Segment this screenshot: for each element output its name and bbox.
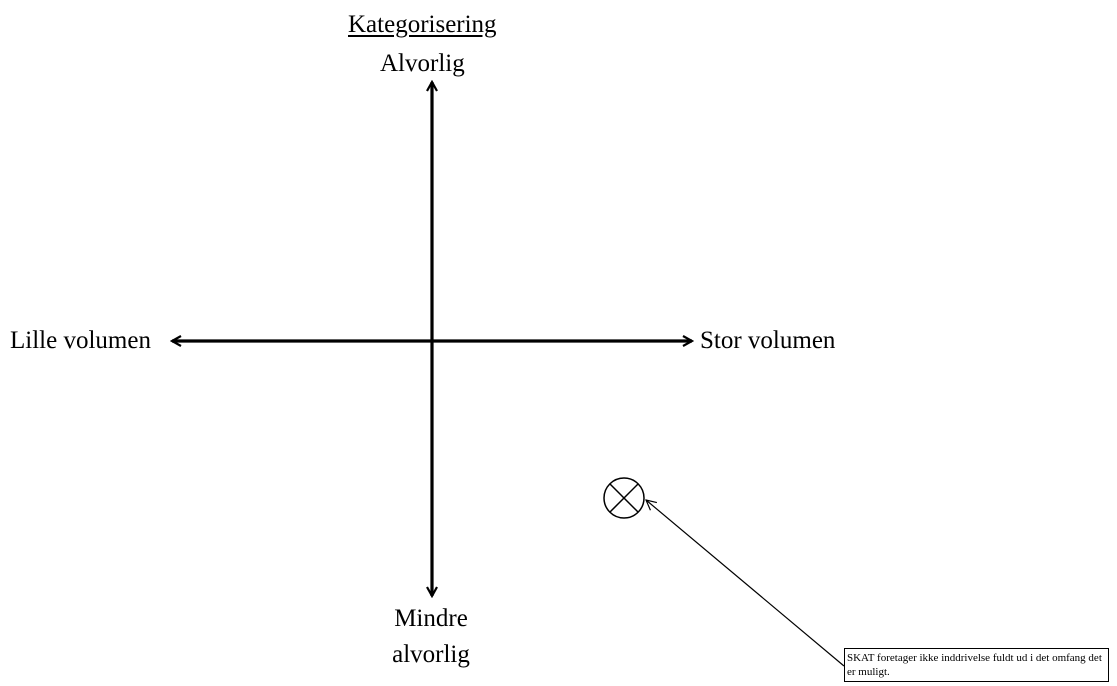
callout-pointer-line [646,500,845,667]
circle-x-icon [603,477,645,519]
axis-label-right: Stor volumen [700,327,836,354]
callout-note: SKAT foretager ikke inddrivelse fuldt ud… [844,648,1109,682]
axis-label-left: Lille volumen [10,327,151,354]
axis-label-bottom: Mindre alvorlig [392,605,470,668]
diagram-title: Kategorisering [348,11,497,38]
axis-label-top: Alvorlig [380,50,465,77]
